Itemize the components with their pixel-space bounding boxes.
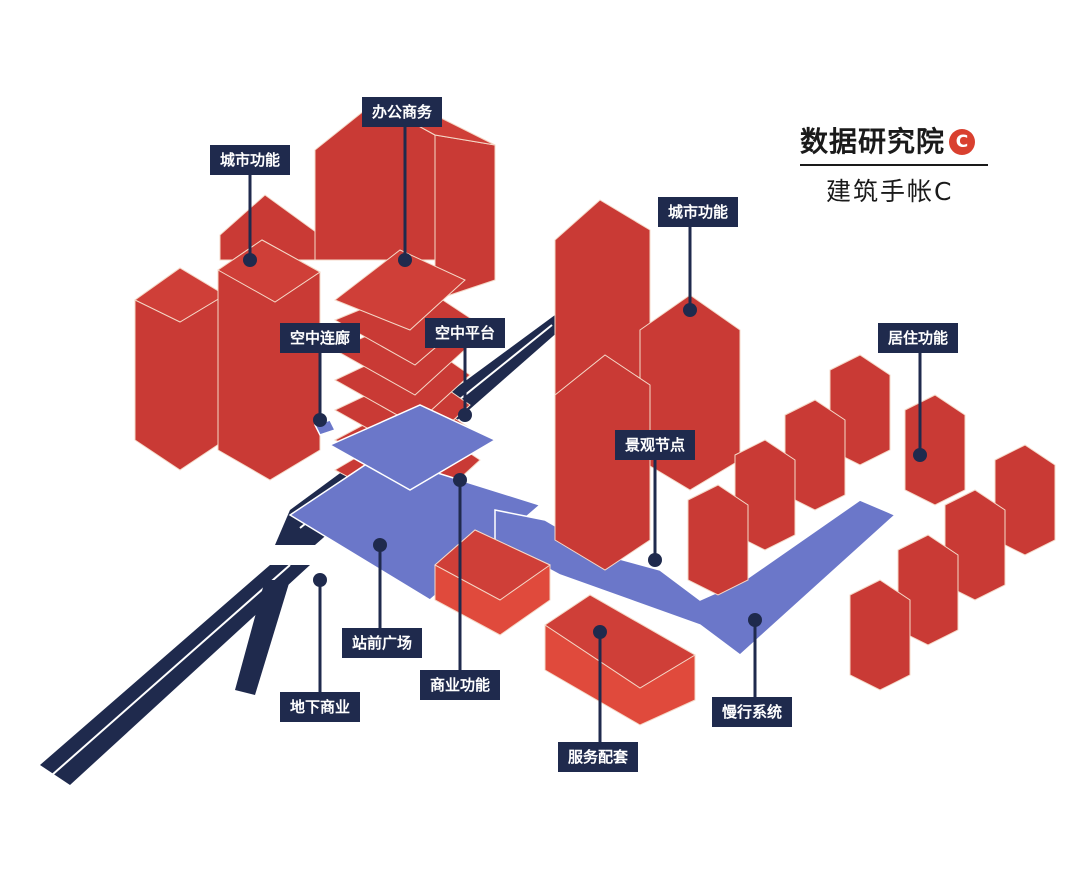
leader-dots (243, 253, 927, 639)
commercial-block (434, 529, 551, 636)
brand-c-icon: C (949, 129, 976, 155)
label-station-plaza: 站前广场 (342, 628, 423, 658)
leader-lines (248, 120, 922, 750)
label-city-right: 城市功能 (658, 197, 739, 227)
brand-title: 数据研究院 (800, 125, 946, 158)
residential-blocks (687, 354, 1056, 691)
city-function-towers-left (134, 194, 321, 481)
label-slow-traffic: 慢行系统 (712, 697, 793, 727)
label-underground: 地下商业 (280, 692, 361, 722)
label-sky-corridor: 空中连廊 (280, 323, 361, 353)
brand-divider (800, 164, 988, 166)
plaza-platforms (288, 404, 542, 601)
label-landscape-node: 景观节点 (615, 430, 696, 460)
label-residential: 居住功能 (878, 323, 959, 353)
label-service: 服务配套 (558, 742, 639, 772)
label-city-left: 城市功能 (210, 145, 291, 175)
label-office: 办公商务 (362, 97, 443, 127)
label-sky-platform: 空中平台 (425, 318, 506, 348)
label-commercial: 商业功能 (420, 670, 501, 700)
service-block (544, 594, 696, 726)
brand-subtitle: 建筑手帐C (826, 177, 954, 206)
